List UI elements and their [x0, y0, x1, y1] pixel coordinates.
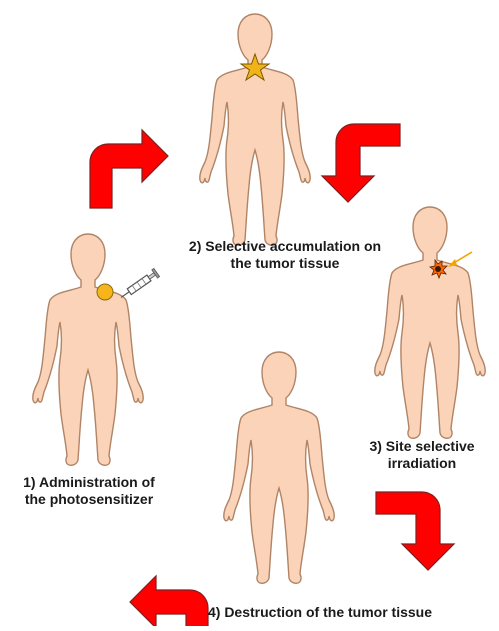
photosensitizer-dot-icon — [97, 284, 113, 300]
cycle-arrow-icon — [90, 130, 168, 208]
step-3-line1: 3) Site selective — [352, 438, 492, 455]
human-body-icon — [33, 234, 143, 465]
step-3-line2: irradiation — [352, 455, 492, 472]
human-body-icon — [224, 352, 334, 583]
step-1-line1: 1) Administration of — [4, 474, 174, 491]
cycle-arrow-icon — [376, 492, 454, 570]
step-2-line2: the tumor tissue — [150, 255, 420, 272]
cycle-arrow-icon — [322, 124, 400, 202]
step-1-label: 1) Administration of the photosensitizer — [4, 474, 174, 508]
human-body-icon — [200, 14, 310, 245]
step-4-line1: 4) Destruction of the tumor tissue — [175, 604, 465, 621]
step-2-line1: 2) Selective accumulation on — [150, 238, 420, 255]
light-ray-icon — [448, 252, 472, 267]
step-1-line2: the photosensitizer — [4, 491, 174, 508]
syringe-icon — [118, 268, 159, 301]
step-4-label: 4) Destruction of the tumor tissue — [175, 604, 465, 621]
step-2-label: 2) Selective accumulation on the tumor t… — [150, 238, 420, 272]
step-3-label: 3) Site selective irradiation — [352, 438, 492, 472]
